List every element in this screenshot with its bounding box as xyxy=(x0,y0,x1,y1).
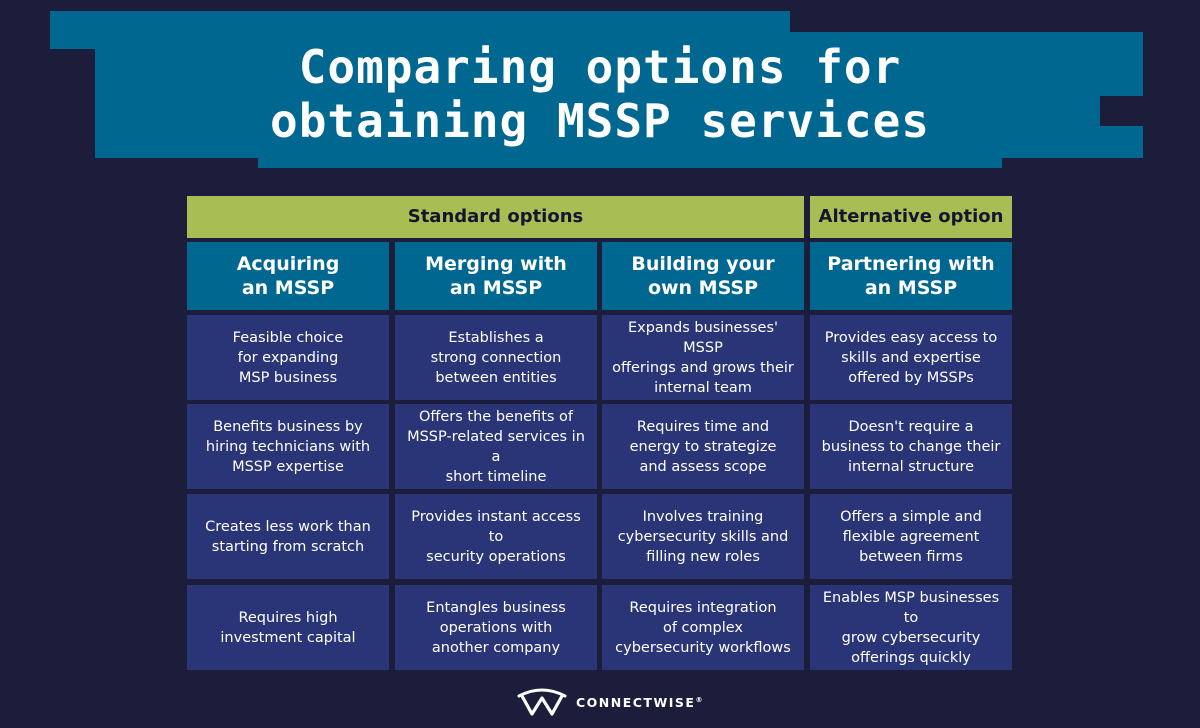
table-cell: Expands businesses' MSSP offerings and g… xyxy=(602,315,804,400)
page-title: Comparing options for obtaining MSSP ser… xyxy=(95,40,1105,148)
column-header-label: Building your own MSSP xyxy=(631,253,775,299)
table-cell: Creates less work than starting from scr… xyxy=(187,494,389,579)
cell-text: Expands businesses' MSSP offerings and g… xyxy=(612,319,794,396)
column-header-label: Acquiring an MSSP xyxy=(236,253,340,299)
column-header-partnering: Partnering with an MSSP xyxy=(810,242,1012,310)
brand-name: CONNECTWISE® xyxy=(576,695,704,710)
table-cell: Requires time and energy to strategize a… xyxy=(602,404,804,489)
table-cell: Doesn't require a business to change the… xyxy=(810,404,1012,489)
table-cell: Establishes a strong connection between … xyxy=(395,315,597,400)
cell-text: Offers a simple and flexible agreement b… xyxy=(840,508,982,565)
connectwise-logo-icon xyxy=(517,688,567,716)
column-header-label: Merging with an MSSP xyxy=(425,253,567,299)
table-cell: Requires high investment capital xyxy=(187,585,389,670)
title-banner: Comparing options for obtaining MSSP ser… xyxy=(0,0,1200,180)
table-cell: Provides instant access to security oper… xyxy=(395,494,597,579)
table-cell: Provides easy access to skills and exper… xyxy=(810,315,1012,400)
cell-text: Establishes a strong connection between … xyxy=(430,329,562,386)
cell-text: Enables MSP businesses to grow cybersecu… xyxy=(822,589,1000,666)
banner-notch xyxy=(1100,96,1144,126)
cell-text: Feasible choice for expanding MSP busine… xyxy=(232,329,344,386)
cell-text: Creates less work than starting from scr… xyxy=(205,518,371,555)
table-cell: Involves training cybersecurity skills a… xyxy=(602,494,804,579)
connectwise-logo: CONNECTWISE® xyxy=(516,686,704,718)
table-cell: Offers a simple and flexible agreement b… xyxy=(810,494,1012,579)
column-header-label: Partnering with an MSSP xyxy=(827,253,995,299)
banner-block xyxy=(258,140,1002,168)
cell-text: Requires high investment capital xyxy=(220,609,356,646)
table-cell: Benefits business by hiring technicians … xyxy=(187,404,389,489)
brand-text: CONNECTWISE xyxy=(576,694,696,710)
table-cell: Enables MSP businesses to grow cybersecu… xyxy=(810,585,1012,670)
cell-text: Benefits business by hiring technicians … xyxy=(205,418,371,475)
title-line-1: Comparing options for xyxy=(298,40,902,94)
cell-text: Requires integration of complex cybersec… xyxy=(615,599,791,656)
title-line-2: obtaining MSSP services xyxy=(270,94,930,148)
column-header-building: Building your own MSSP xyxy=(602,242,804,310)
table-cell: Requires integration of complex cybersec… xyxy=(602,585,804,670)
cell-text: Requires time and energy to strategize a… xyxy=(629,418,777,475)
table-cell: Entangles business operations with anoth… xyxy=(395,585,597,670)
cell-text: Entangles business operations with anoth… xyxy=(426,599,566,656)
column-header-merging: Merging with an MSSP xyxy=(395,242,597,310)
table-cell: Offers the benefits of MSSP-related serv… xyxy=(395,404,597,489)
trademark-mark: ® xyxy=(695,695,704,704)
cell-text: Provides instant access to security oper… xyxy=(411,508,581,565)
table-cell: Feasible choice for expanding MSP busine… xyxy=(187,315,389,400)
column-header-acquiring: Acquiring an MSSP xyxy=(187,242,389,310)
group-header-standard: Standard options xyxy=(187,196,804,238)
banner-block xyxy=(95,32,1143,158)
cell-text: Provides easy access to skills and exper… xyxy=(824,329,998,386)
group-header-alternative: Alternative option xyxy=(810,196,1012,238)
cell-text: Offers the benefits of MSSP-related serv… xyxy=(407,408,585,485)
cell-text: Doesn't require a business to change the… xyxy=(821,418,1001,475)
cell-text: Involves training cybersecurity skills a… xyxy=(617,508,789,565)
